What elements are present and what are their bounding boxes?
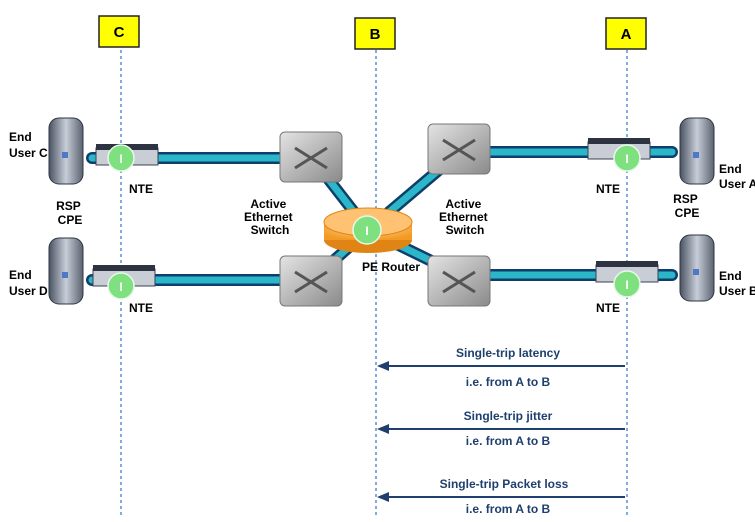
measurement-point-a-lower: I [613, 270, 641, 298]
switch-label-right: Active Ethernet Switch [439, 197, 491, 237]
end-user-b-label: End User B [719, 269, 755, 298]
computer-icon-user-b [679, 234, 715, 302]
svg-text:I: I [365, 224, 368, 238]
svg-text:I: I [119, 152, 122, 166]
pe-router-label: PE Router [362, 260, 420, 274]
rsp-cpe-right-label: RSP CPE [673, 192, 701, 220]
point-c-text: C [114, 24, 125, 41]
switch-icon-top-right [427, 123, 491, 175]
svg-text:I: I [625, 278, 628, 292]
end-user-d-label: End User D [9, 268, 48, 298]
switch-label-left: Active Ethernet Switch [244, 197, 296, 237]
measurement-packet-loss-subtitle: i.e. from A to B [466, 502, 551, 516]
measurement-point-a: I [613, 144, 641, 172]
measurement-point-b: I [352, 215, 382, 245]
switch-icon-top-left [279, 131, 343, 183]
measurement-jitter-subtitle: i.e. from A to B [466, 434, 551, 448]
point-label-b: B [354, 17, 396, 50]
point-a-text: A [621, 26, 632, 43]
computer-icon-user-a [679, 117, 715, 185]
svg-text:I: I [625, 152, 628, 166]
measurement-jitter-title: Single-trip jitter [464, 409, 553, 423]
measurement-packet-loss-title: Single-trip Packet loss [440, 477, 569, 491]
svg-text:I: I [119, 280, 122, 294]
point-b-text: B [370, 26, 381, 43]
measurement-latency: Single-trip latency i.e. from A to B [377, 346, 625, 389]
switch-icon-bottom-left [279, 255, 343, 307]
measurement-point-c: I [107, 144, 135, 172]
nte-label-c: NTE [129, 182, 153, 196]
rsp-cpe-left-label: RSP CPE [56, 199, 84, 227]
measurement-point-d: I [107, 272, 135, 300]
end-user-c-label: End User C [9, 130, 48, 160]
computer-icon-user-c [48, 117, 84, 185]
computer-icon-user-d [48, 237, 84, 305]
end-user-a-label: End User A [719, 162, 755, 191]
measurement-latency-title: Single-trip latency [456, 346, 560, 360]
measurement-packet-loss: Single-trip Packet loss i.e. from A to B [377, 477, 625, 516]
point-label-a: A [605, 17, 647, 50]
point-label-c: C [98, 15, 140, 48]
nte-label-b: NTE [596, 301, 620, 315]
measurement-jitter: Single-trip jitter i.e. from A to B [377, 409, 625, 448]
nte-label-a: NTE [596, 182, 620, 196]
nte-label-d: NTE [129, 301, 153, 315]
switch-icon-bottom-right [427, 255, 491, 307]
measurement-latency-subtitle: i.e. from A to B [466, 375, 551, 389]
